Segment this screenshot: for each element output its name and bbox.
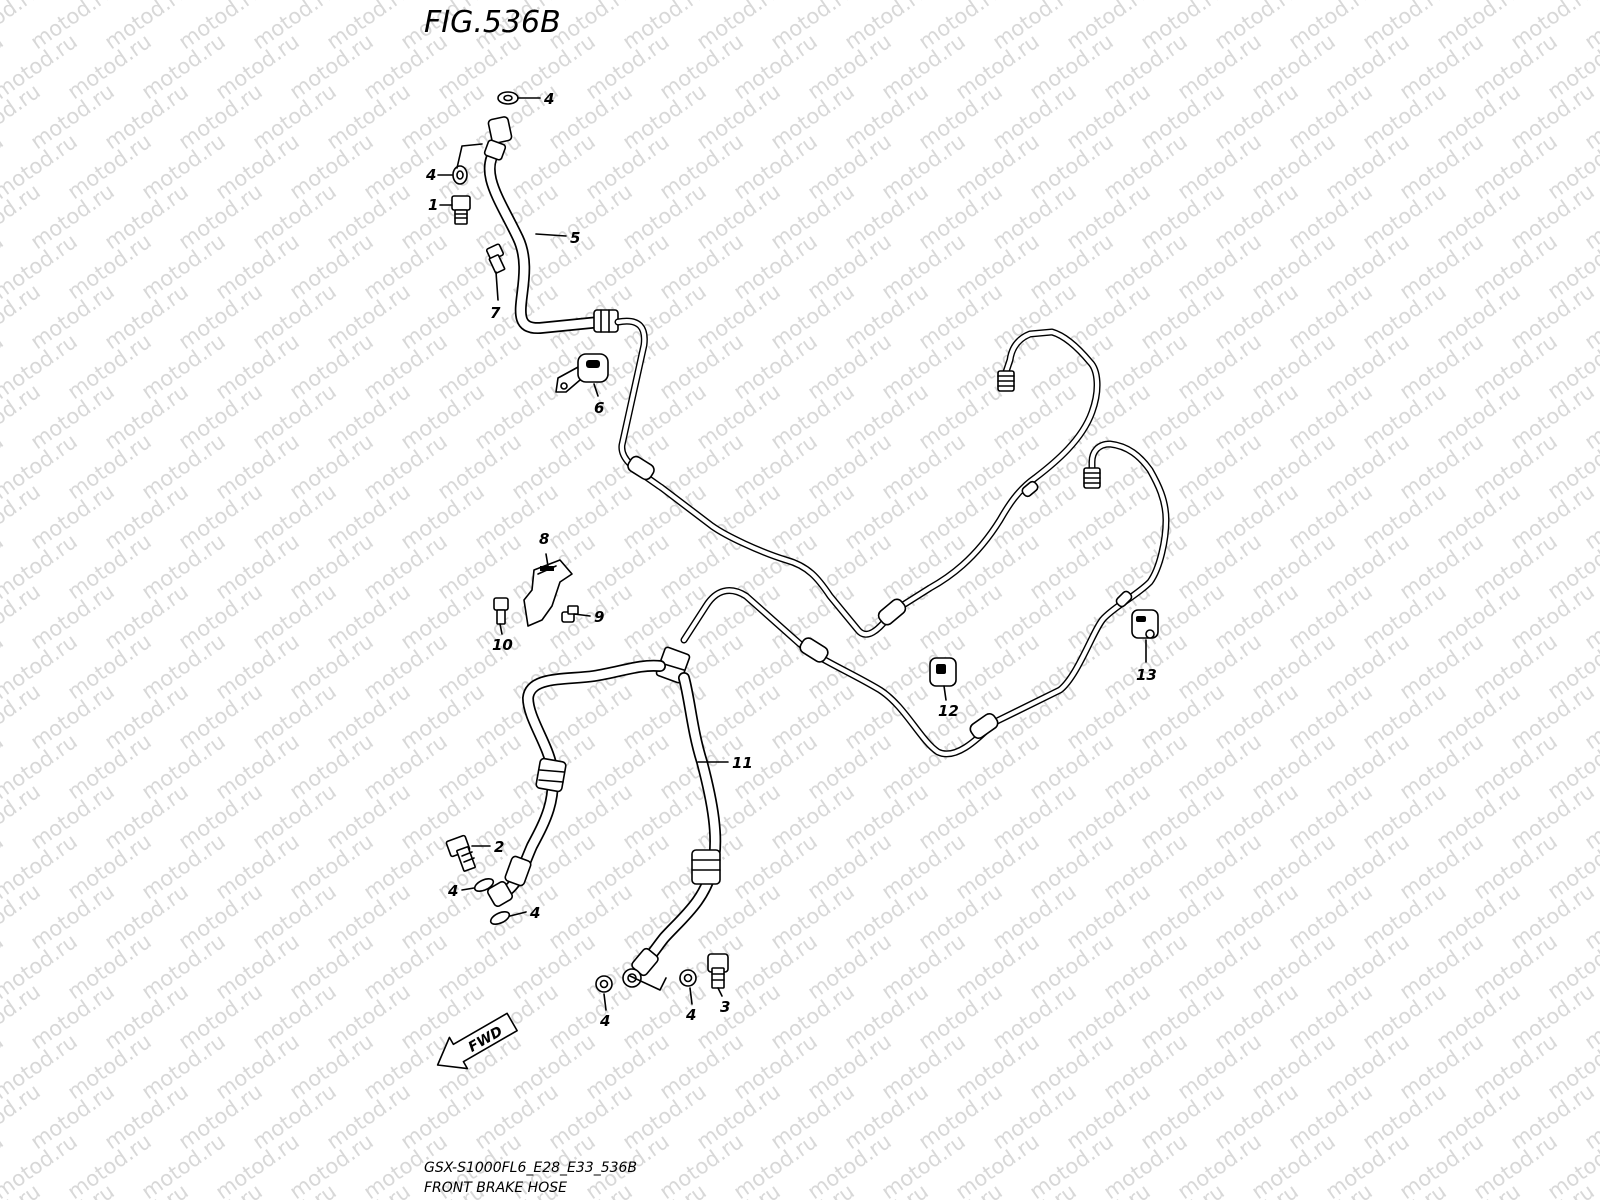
- bolt-10[interactable]: [493, 597, 509, 625]
- callout-5: 5: [570, 229, 580, 247]
- bolt-7[interactable]: [485, 243, 506, 274]
- bolt-9[interactable]: [561, 605, 579, 623]
- callout-4-lower-left-a: 4: [447, 882, 458, 900]
- brake-hose-left[interactable]: [486, 659, 666, 908]
- washer-bottom-b[interactable]: [679, 969, 697, 987]
- figure-title: FIG.536B: [424, 5, 561, 40]
- brake-pipe-lower[interactable]: [680, 440, 1170, 758]
- banjo-bolt-upper[interactable]: [451, 195, 471, 225]
- callout-6: 6: [594, 399, 604, 417]
- washer-top[interactable]: [497, 91, 519, 105]
- callout-13: 13: [1136, 666, 1157, 684]
- callout-4-upper-left: 4: [425, 166, 436, 184]
- brake-pipe-upper[interactable]: [614, 317, 1101, 638]
- banjo-bolt-3[interactable]: [707, 953, 729, 989]
- clamp-13[interactable]: [1131, 609, 1159, 639]
- callout-3: 3: [720, 998, 730, 1016]
- brake-hose-right[interactable]: [622, 672, 722, 988]
- callout-4-bottom-b: 4: [685, 1006, 696, 1024]
- washer-bottom-a[interactable]: [595, 975, 613, 993]
- callout-11: 11: [732, 754, 753, 772]
- callout-4-bottom-a: 4: [599, 1012, 610, 1030]
- callout-9: 9: [594, 608, 604, 626]
- washer-lower-left-a[interactable]: [473, 876, 495, 894]
- bracket-8[interactable]: [523, 559, 573, 627]
- callout-4-lower-left-b: 4: [529, 904, 540, 922]
- leader-lines: [437, 97, 1147, 1011]
- callout-12: 12: [938, 702, 959, 720]
- banjo-bolt-2[interactable]: [445, 834, 476, 872]
- clamp-12[interactable]: [929, 657, 957, 687]
- callout-7: 7: [490, 304, 501, 322]
- clamp-bracket-6[interactable]: [555, 353, 609, 393]
- brake-hose-upper[interactable]: [483, 116, 619, 334]
- washer-upper-left[interactable]: [452, 165, 468, 185]
- callout-8: 8: [539, 530, 549, 548]
- callout-2: 2: [494, 838, 504, 856]
- caption-part-name: FRONT BRAKE HOSE: [424, 1180, 567, 1196]
- callout-4-top: 4: [543, 90, 554, 108]
- callout-10: 10: [492, 636, 513, 654]
- washer-lower-left-b[interactable]: [489, 909, 511, 927]
- caption-model-code: GSX-S1000FL6_E28_E33_536B: [424, 1160, 637, 1176]
- callout-1: 1: [428, 196, 438, 214]
